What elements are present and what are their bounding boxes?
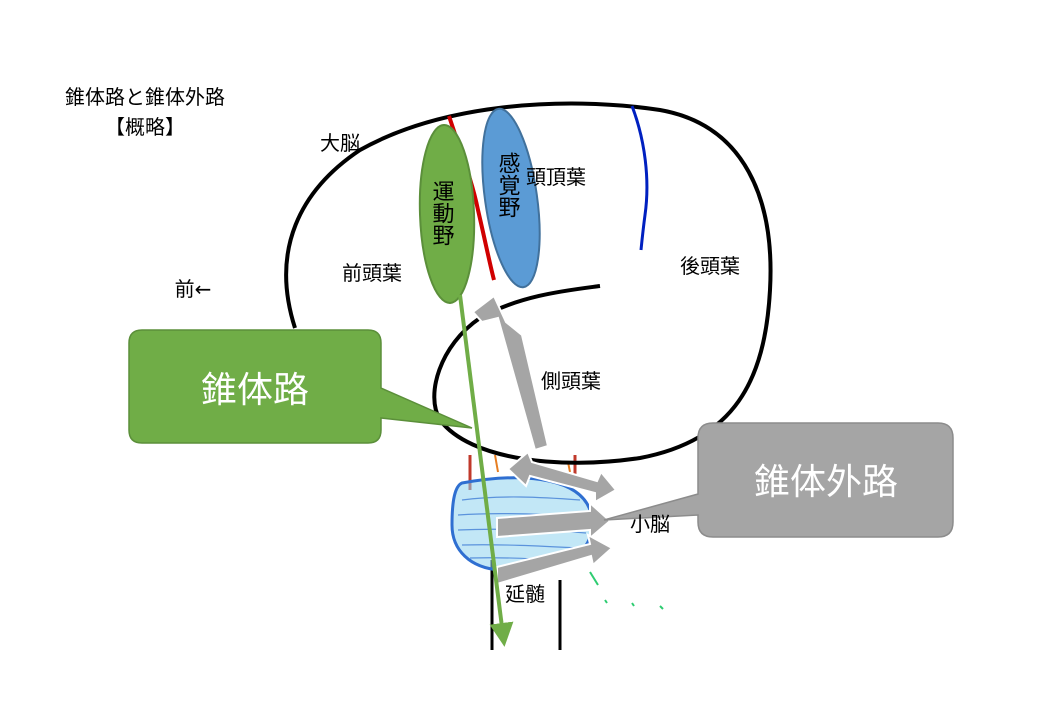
diagram-title: 錐体路と錐体外路	[65, 85, 225, 109]
cerebrum-label: 大脳	[320, 131, 360, 155]
extrapyramidal-callout-text: 錐体外路	[754, 462, 898, 503]
diagram-subtitle: 【概略】	[105, 115, 185, 139]
cerebrum-outline	[284, 101, 773, 465]
extrapyramidal-arrow-middle	[496, 500, 612, 541]
extrapyramidal-arrow-lower	[496, 533, 614, 586]
frontal-lobe-label: 前頭葉	[342, 261, 402, 285]
scribble-dots	[604, 599, 664, 610]
parieto-occipital-sulcus-line	[630, 105, 649, 251]
parietal-lobe-label: 頭頂葉	[526, 165, 586, 189]
extrapyramidal-arrow-up	[471, 294, 550, 452]
medulla-label: 延髄	[505, 582, 545, 606]
sensory-area-label: 感覚野	[495, 152, 521, 218]
pyramidal-callout-box	[128, 329, 473, 444]
anterior-direction-label: 前←	[175, 277, 212, 301]
sensory-area	[481, 107, 541, 289]
pyramidal-callout-text: 錐体路	[201, 370, 309, 411]
motor-area-label: 運動野	[429, 180, 455, 246]
occipital-lobe-label: 後頭葉	[680, 254, 740, 278]
extrapyramidal-arrow-double	[506, 450, 618, 504]
pyramidal-tract-arrow	[458, 294, 514, 647]
extrapyramidal-callout-box	[603, 422, 954, 538]
temporal-lobe-label: 側頭葉	[541, 369, 601, 393]
cerebellum-label: 小脳	[630, 512, 670, 536]
cerebellum-detail	[589, 571, 599, 586]
motor-area	[418, 124, 476, 304]
